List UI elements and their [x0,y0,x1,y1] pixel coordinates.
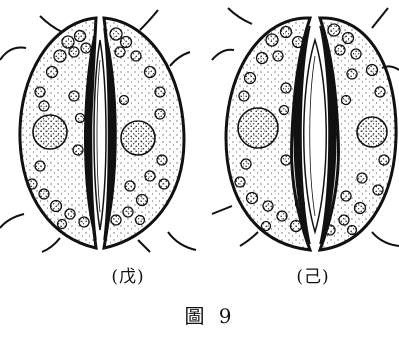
label-left-stoma: (戊) [98,262,158,287]
nucleus-right-a [121,121,155,155]
stoma-right [212,8,399,250]
label-right-stoma: (己) [283,262,343,287]
figure-caption: 圖 9 [150,300,270,329]
nucleus-left-a [33,115,67,149]
nucleus-left-b [238,108,278,148]
stomatal-pore-right [304,40,327,232]
stoma-left [0,10,196,252]
stomatal-pore-left [94,40,106,230]
nucleus-right-b [357,117,387,147]
